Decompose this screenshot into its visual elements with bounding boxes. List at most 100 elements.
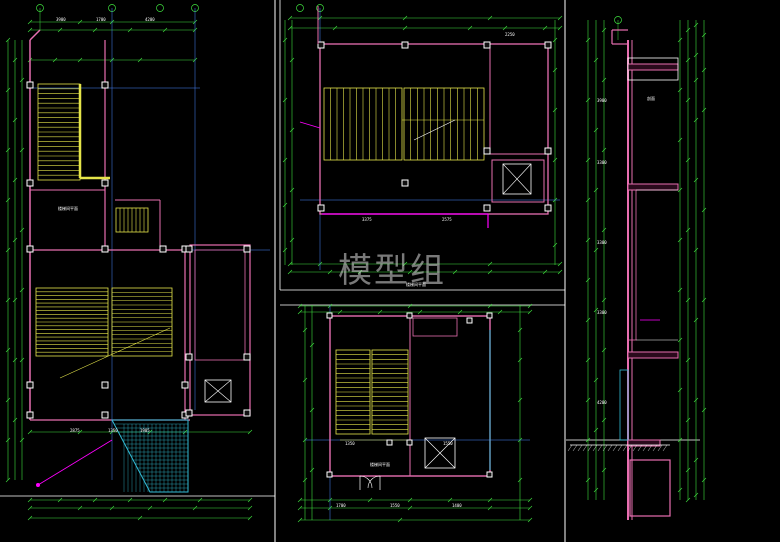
dimension-tick [309, 342, 315, 348]
dimension-tick [467, 25, 473, 31]
dimension-tick [287, 25, 293, 31]
shaft-wall [194, 249, 246, 361]
room-note: 楼梯间平面 [370, 462, 390, 467]
dimension-tick [701, 477, 707, 483]
dimension-tick [701, 207, 707, 213]
dimension-tick [137, 515, 143, 521]
dimension-tick [585, 237, 591, 243]
ground-hatch [642, 444, 648, 452]
dimension-tick [527, 309, 533, 315]
dimension-tick [585, 277, 591, 283]
dimension-tick [601, 147, 607, 153]
section-right [567, 16, 707, 520]
column-block [466, 317, 473, 324]
column-block [386, 439, 393, 446]
dimension-tick [19, 287, 25, 293]
foundation [629, 459, 671, 517]
column-block [326, 312, 333, 319]
dimension-tick [27, 27, 33, 33]
column-block [544, 41, 552, 49]
dimension-tick [677, 487, 683, 493]
ground-hatch [567, 444, 573, 452]
level-label: 3900 [597, 98, 607, 103]
ground-hatch [577, 444, 583, 452]
floor-slab [627, 63, 679, 71]
dimension-tick [593, 377, 599, 383]
dimension-tick [5, 247, 11, 253]
shaft-wall [491, 159, 545, 203]
column-block [26, 81, 34, 89]
column-block [544, 147, 552, 155]
dimension-tick [309, 467, 315, 473]
dimension-tick [367, 497, 373, 503]
dimension-tick [685, 227, 691, 233]
ground-hatch [622, 444, 628, 452]
dimension-tick [677, 137, 683, 143]
dimension-tick [701, 297, 707, 303]
dimension-tick [677, 237, 683, 243]
dimension-tick [377, 309, 383, 315]
dimension-tick [289, 187, 295, 193]
column-block [406, 439, 413, 446]
roof-room [627, 57, 679, 81]
dimension-tick [693, 22, 699, 28]
dimension-tick [12, 237, 18, 243]
elevator-car [424, 437, 456, 469]
dimension-tick [289, 237, 295, 243]
dimension-tick [247, 497, 253, 503]
ground-hatch [647, 444, 653, 452]
dimension-tick [452, 269, 458, 275]
dimension-tick [27, 515, 33, 521]
ground-hatch [592, 444, 598, 452]
dimension-tick [127, 27, 133, 33]
dimension-tick [282, 157, 288, 163]
dimension-tick [693, 457, 699, 463]
column-block [101, 81, 109, 89]
ground-hatch [582, 444, 588, 452]
dimension-tick [685, 97, 691, 103]
dimension-tick [552, 242, 558, 248]
dimension-tick [192, 505, 198, 511]
dimension-tick [19, 147, 25, 153]
section-dot [36, 483, 40, 487]
dimension-tick [407, 269, 413, 275]
dimension-tick [693, 77, 699, 83]
dimension-tick [517, 327, 523, 333]
dimension-tick [677, 287, 683, 293]
dimension-tick [601, 467, 607, 473]
ground-hatch [637, 444, 643, 452]
dimension-tick [585, 97, 591, 103]
dimension-tick [27, 497, 33, 503]
dimension-tick [12, 57, 18, 63]
dimension-tick [593, 57, 599, 63]
core-wall [189, 244, 251, 416]
dimension-tick [397, 517, 403, 523]
stair-arrow [59, 327, 171, 379]
dimension-tick [19, 77, 25, 83]
dimension-tick [5, 197, 11, 203]
dimension-tick [457, 309, 463, 315]
dimension-tick [402, 261, 408, 267]
dimension-tick [337, 309, 343, 315]
dimension-tick [12, 117, 18, 123]
dimension-tick [601, 417, 607, 423]
dimension-tick [527, 505, 533, 511]
dimension-tick [693, 247, 699, 253]
dimension-tick [137, 57, 143, 63]
ground-hatch [627, 444, 633, 452]
dimension-tick [677, 437, 683, 443]
dimension-tick [302, 327, 308, 333]
column-block [486, 312, 493, 319]
watermark-text: 模型组 [338, 251, 446, 291]
dimension-tick [309, 407, 315, 413]
dimension-tick [693, 117, 699, 123]
dimension-tick [585, 37, 591, 43]
dimension-tick [487, 497, 493, 503]
column-block [326, 471, 333, 478]
dimension-tick [601, 27, 607, 33]
column-block [317, 41, 325, 49]
ground-hatch [657, 444, 663, 452]
dimension-tick [27, 19, 33, 25]
dimension-tick [601, 297, 607, 303]
dimension-tick [601, 347, 607, 353]
